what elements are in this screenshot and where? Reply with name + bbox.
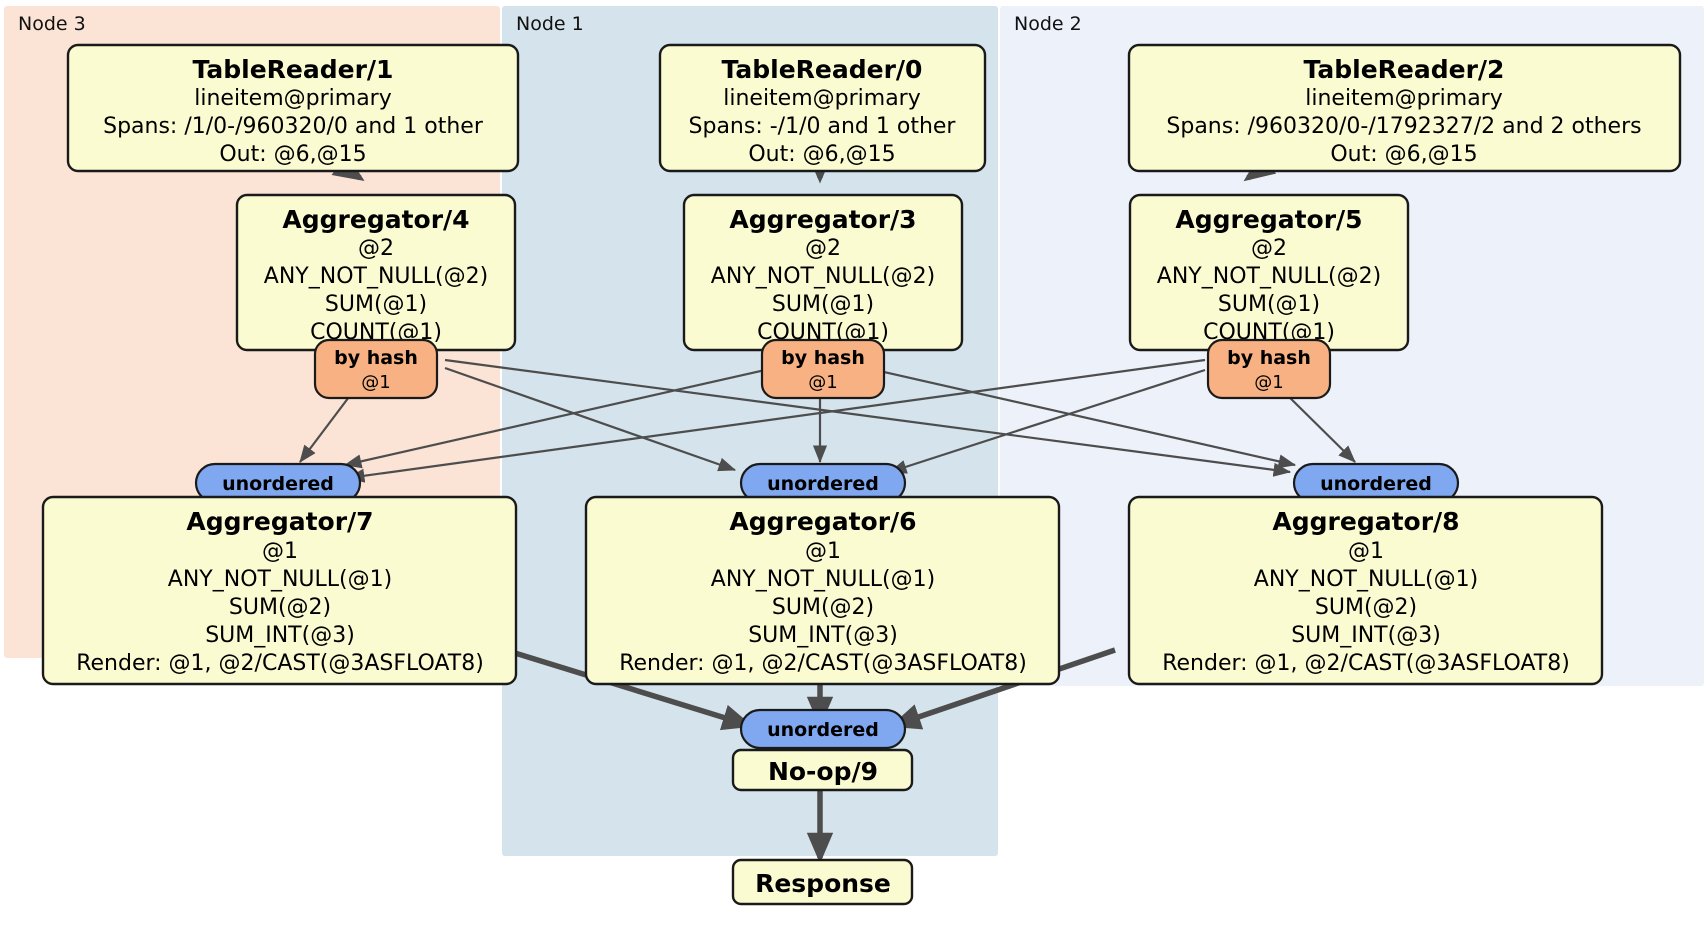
processor-detail-line: ANY_NOT_NULL(@1) [1254, 567, 1478, 592]
processor-tablereader-1[interactable]: TableReader/1 lineitem@primary Spans: /1… [66, 43, 520, 173]
edge-hashright-unorderedmid [888, 368, 1206, 474]
unordered-synchronizer-mid[interactable]: unordered [739, 462, 907, 504]
processor-aggregator-4[interactable]: Aggregator/4 @2 ANY_NOT_NULL(@2) SUM(@1)… [235, 193, 517, 352]
processor-title: Response [755, 869, 891, 898]
hash-router-label: by hash [1227, 347, 1311, 369]
processor-detail-line: Spans: -/1/0 and 1 other [689, 114, 957, 139]
node-region-label-node1: Node 1 [516, 13, 584, 35]
processor-aggregator-8[interactable]: Aggregator/8 @1 ANY_NOT_NULL(@1) SUM(@2)… [1127, 495, 1604, 686]
processor-tablereader-0[interactable]: TableReader/0 lineitem@primary Spans: -/… [658, 43, 987, 173]
processor-detail-line: Spans: /1/0-/960320/0 and 1 other [103, 114, 484, 139]
processor-noop-9[interactable]: No-op/9 [731, 748, 914, 792]
processor-detail-line: ANY_NOT_NULL(@2) [264, 264, 488, 289]
hash-router-label: by hash [334, 347, 418, 369]
hash-router-left[interactable]: by hash @1 [313, 338, 439, 400]
hash-router-mid[interactable]: by hash @1 [760, 338, 886, 400]
edge-hashmid-unorderedright [874, 368, 1297, 469]
processor-detail-line: SUM(@1) [772, 292, 874, 317]
unordered-synchronizer-label: unordered [767, 473, 879, 495]
processor-detail-line: @1 [262, 539, 298, 564]
processor-title: Aggregator/6 [729, 507, 916, 536]
processor-detail-line: Render: @1, @2/CAST(@3ASFLOAT8) [619, 651, 1027, 676]
node-region-label-node3: Node 3 [18, 13, 86, 35]
processor-detail-line: Out: @6,@15 [748, 142, 895, 167]
processor-detail-line: Render: @1, @2/CAST(@3ASFLOAT8) [76, 651, 484, 676]
edge-hashleft-unorderedright [444, 358, 1292, 477]
processor-title: Aggregator/8 [1272, 507, 1459, 536]
edge-hashright-unorderedleft [346, 358, 1206, 483]
processor-title: Aggregator/4 [282, 205, 469, 234]
processor-aggregator-5[interactable]: Aggregator/5 @2 ANY_NOT_NULL(@2) SUM(@1)… [1128, 193, 1410, 352]
processor-tablereader-2[interactable]: TableReader/2 lineitem@primary Spans: /9… [1127, 43, 1682, 173]
hash-router-column: @1 [808, 372, 837, 393]
unordered-synchronizer-label: unordered [222, 473, 334, 495]
hash-router-right[interactable]: by hash @1 [1206, 338, 1332, 400]
hash-router-column: @1 [1254, 372, 1283, 393]
processor-detail-line: SUM_INT(@3) [748, 623, 898, 648]
processor-detail-line: @1 [1348, 539, 1384, 564]
processor-title: No-op/9 [768, 757, 878, 786]
processor-detail-line: SUM_INT(@3) [205, 623, 355, 648]
processor-detail-line: SUM(@1) [325, 292, 427, 317]
edge-aggregator8-unorderedfinal [889, 647, 1116, 730]
processor-title: Aggregator/5 [1175, 205, 1362, 234]
node-region-label-node2: Node 2 [1014, 13, 1082, 35]
processor-detail-line: Out: @6,@15 [1330, 142, 1477, 167]
edge-aggregator7-unorderedfinal [504, 647, 754, 731]
processor-detail-line: ANY_NOT_NULL(@2) [711, 264, 935, 289]
processor-detail-line: lineitem@primary [194, 86, 392, 111]
edge-hashmid-unorderedleft [343, 368, 766, 469]
hash-router-column: @1 [361, 372, 390, 393]
processor-detail-line: ANY_NOT_NULL(@2) [1157, 264, 1381, 289]
processor-title: TableReader/1 [193, 55, 394, 84]
processor-title: TableReader/0 [722, 55, 923, 84]
processor-detail-line: @2 [1251, 236, 1287, 261]
processor-title: Aggregator/7 [186, 507, 373, 536]
processor-detail-line: SUM(@2) [772, 595, 874, 620]
processor-response[interactable]: Response [731, 858, 914, 906]
processor-detail-line: Spans: /960320/0-/1792327/2 and 2 others [1166, 114, 1641, 139]
unordered-synchronizer-label: unordered [767, 719, 879, 741]
processor-aggregator-7[interactable]: Aggregator/7 @1 ANY_NOT_NULL(@1) SUM(@2)… [41, 495, 518, 686]
processor-detail-line: Render: @1, @2/CAST(@3ASFLOAT8) [1162, 651, 1570, 676]
unordered-synchronizer-right[interactable]: unordered [1292, 462, 1460, 504]
processor-detail-line: ANY_NOT_NULL(@1) [168, 567, 392, 592]
processor-title: Aggregator/3 [729, 205, 916, 234]
processor-aggregator-3[interactable]: Aggregator/3 @2 ANY_NOT_NULL(@2) SUM(@1)… [682, 193, 964, 352]
processor-detail-line: lineitem@primary [723, 86, 921, 111]
hash-router-label: by hash [781, 347, 865, 369]
unordered-synchronizer-final[interactable]: unordered [739, 708, 907, 750]
processor-detail-line: Out: @6,@15 [219, 142, 366, 167]
edge-hashleft-unorderedmid [444, 366, 737, 472]
processor-detail-line: SUM(@2) [1315, 595, 1417, 620]
processor-aggregator-6[interactable]: Aggregator/6 @1 ANY_NOT_NULL(@1) SUM(@2)… [584, 495, 1061, 686]
edge-hashright-unorderedright [1279, 387, 1356, 463]
processor-title: TableReader/2 [1304, 55, 1505, 84]
processor-detail-line: lineitem@primary [1305, 86, 1503, 111]
processor-detail-line: @2 [358, 236, 394, 261]
processor-detail-line: SUM(@2) [229, 595, 331, 620]
processor-detail-line: @1 [805, 539, 841, 564]
processor-detail-line: SUM(@1) [1218, 292, 1320, 317]
unordered-synchronizer-label: unordered [1320, 473, 1432, 495]
processor-detail-line: ANY_NOT_NULL(@1) [711, 567, 935, 592]
processor-detail-line: SUM_INT(@3) [1291, 623, 1441, 648]
processor-detail-line: @2 [805, 236, 841, 261]
